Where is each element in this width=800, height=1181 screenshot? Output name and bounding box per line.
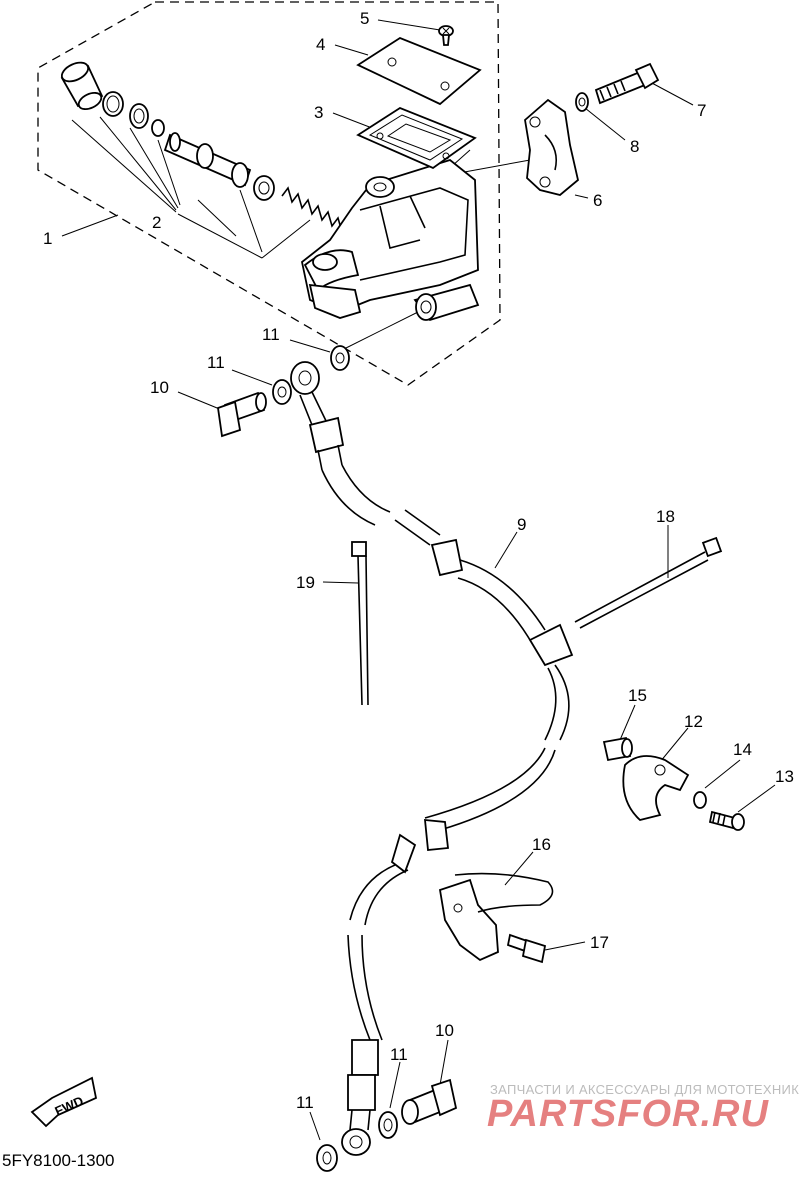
callout-11-b: 11 bbox=[207, 353, 225, 372]
callout-11-a: 11 bbox=[262, 325, 280, 344]
cable-tie-part-19 bbox=[351, 541, 369, 706]
cup-part bbox=[253, 175, 275, 201]
callout-15: 15 bbox=[628, 686, 647, 705]
diaphragm-part bbox=[356, 106, 477, 170]
callout-4: 4 bbox=[316, 35, 325, 54]
cap-screw-part bbox=[438, 25, 454, 46]
union-bolt-part-top bbox=[217, 391, 267, 438]
cable-tie-part-18 bbox=[574, 536, 723, 629]
callout-19: 19 bbox=[296, 573, 315, 592]
callout-7: 7 bbox=[697, 101, 706, 120]
collar-part bbox=[602, 736, 633, 762]
watermark: ЗАПЧАСТИ И АКСЕССУАРЫ ДЛЯ МОТОТЕХНИКИ PA… bbox=[487, 1082, 800, 1135]
copper-washer-part-b bbox=[272, 379, 292, 405]
reservoir-cap-part bbox=[356, 36, 482, 106]
copper-washer-part-a bbox=[330, 345, 350, 371]
watermark-tagline: ЗАПЧАСТИ И АКСЕССУАРЫ ДЛЯ МОТОТЕХНИКИ bbox=[490, 1082, 800, 1097]
guide-bolt-part bbox=[506, 933, 547, 964]
piston-part bbox=[163, 132, 252, 188]
callout-8: 8 bbox=[630, 137, 639, 156]
callout-17: 17 bbox=[590, 933, 609, 952]
callout-6: 6 bbox=[593, 191, 602, 210]
watermark-brand: PARTSFOR.RU bbox=[487, 1093, 769, 1135]
callout-9: 9 bbox=[517, 515, 526, 534]
handlebar-holder-part bbox=[524, 98, 580, 196]
callout-3: 3 bbox=[314, 103, 323, 122]
copper-washer-part-c bbox=[378, 1111, 398, 1139]
brake-hose-part bbox=[290, 361, 574, 1156]
piston-cup-part bbox=[60, 61, 104, 111]
hose-holder-part bbox=[622, 755, 690, 821]
holder-washer-part bbox=[693, 791, 707, 809]
callout-labels: 1 2 3 4 5 6 7 8 9 10 10 11 11 11 11 12 1… bbox=[43, 9, 794, 1112]
callout-14: 14 bbox=[733, 740, 752, 759]
fwd-arrow-icon: FWD bbox=[30, 1076, 98, 1128]
master-cylinder-body bbox=[301, 158, 480, 322]
callout-10-bottom: 10 bbox=[435, 1021, 454, 1040]
washer-part bbox=[129, 103, 149, 129]
part-code: 5FY8100-1300 bbox=[2, 1151, 114, 1170]
circlip-ring-part bbox=[102, 91, 124, 117]
callout-13: 13 bbox=[775, 767, 794, 786]
callout-5: 5 bbox=[360, 9, 369, 28]
callout-16: 16 bbox=[532, 835, 551, 854]
callout-2: 2 bbox=[152, 213, 161, 232]
callout-1: 1 bbox=[43, 229, 52, 248]
assembly-group-box bbox=[37, 1, 501, 386]
holder-screw-part bbox=[708, 810, 745, 831]
callout-18: 18 bbox=[656, 507, 675, 526]
hose-guide-part bbox=[438, 872, 554, 962]
copper-washer-part-d bbox=[316, 1144, 338, 1172]
union-bolt-part-bottom bbox=[401, 1078, 458, 1125]
spring-part bbox=[281, 186, 343, 233]
callout-12: 12 bbox=[684, 712, 703, 731]
clamp-bolt-part bbox=[594, 62, 660, 105]
callout-11-d: 11 bbox=[296, 1093, 314, 1112]
callout-11-c: 11 bbox=[390, 1045, 408, 1064]
callout-10-top: 10 bbox=[150, 378, 169, 397]
bolt-washer-part bbox=[575, 92, 589, 112]
o-ring-part bbox=[151, 119, 165, 137]
